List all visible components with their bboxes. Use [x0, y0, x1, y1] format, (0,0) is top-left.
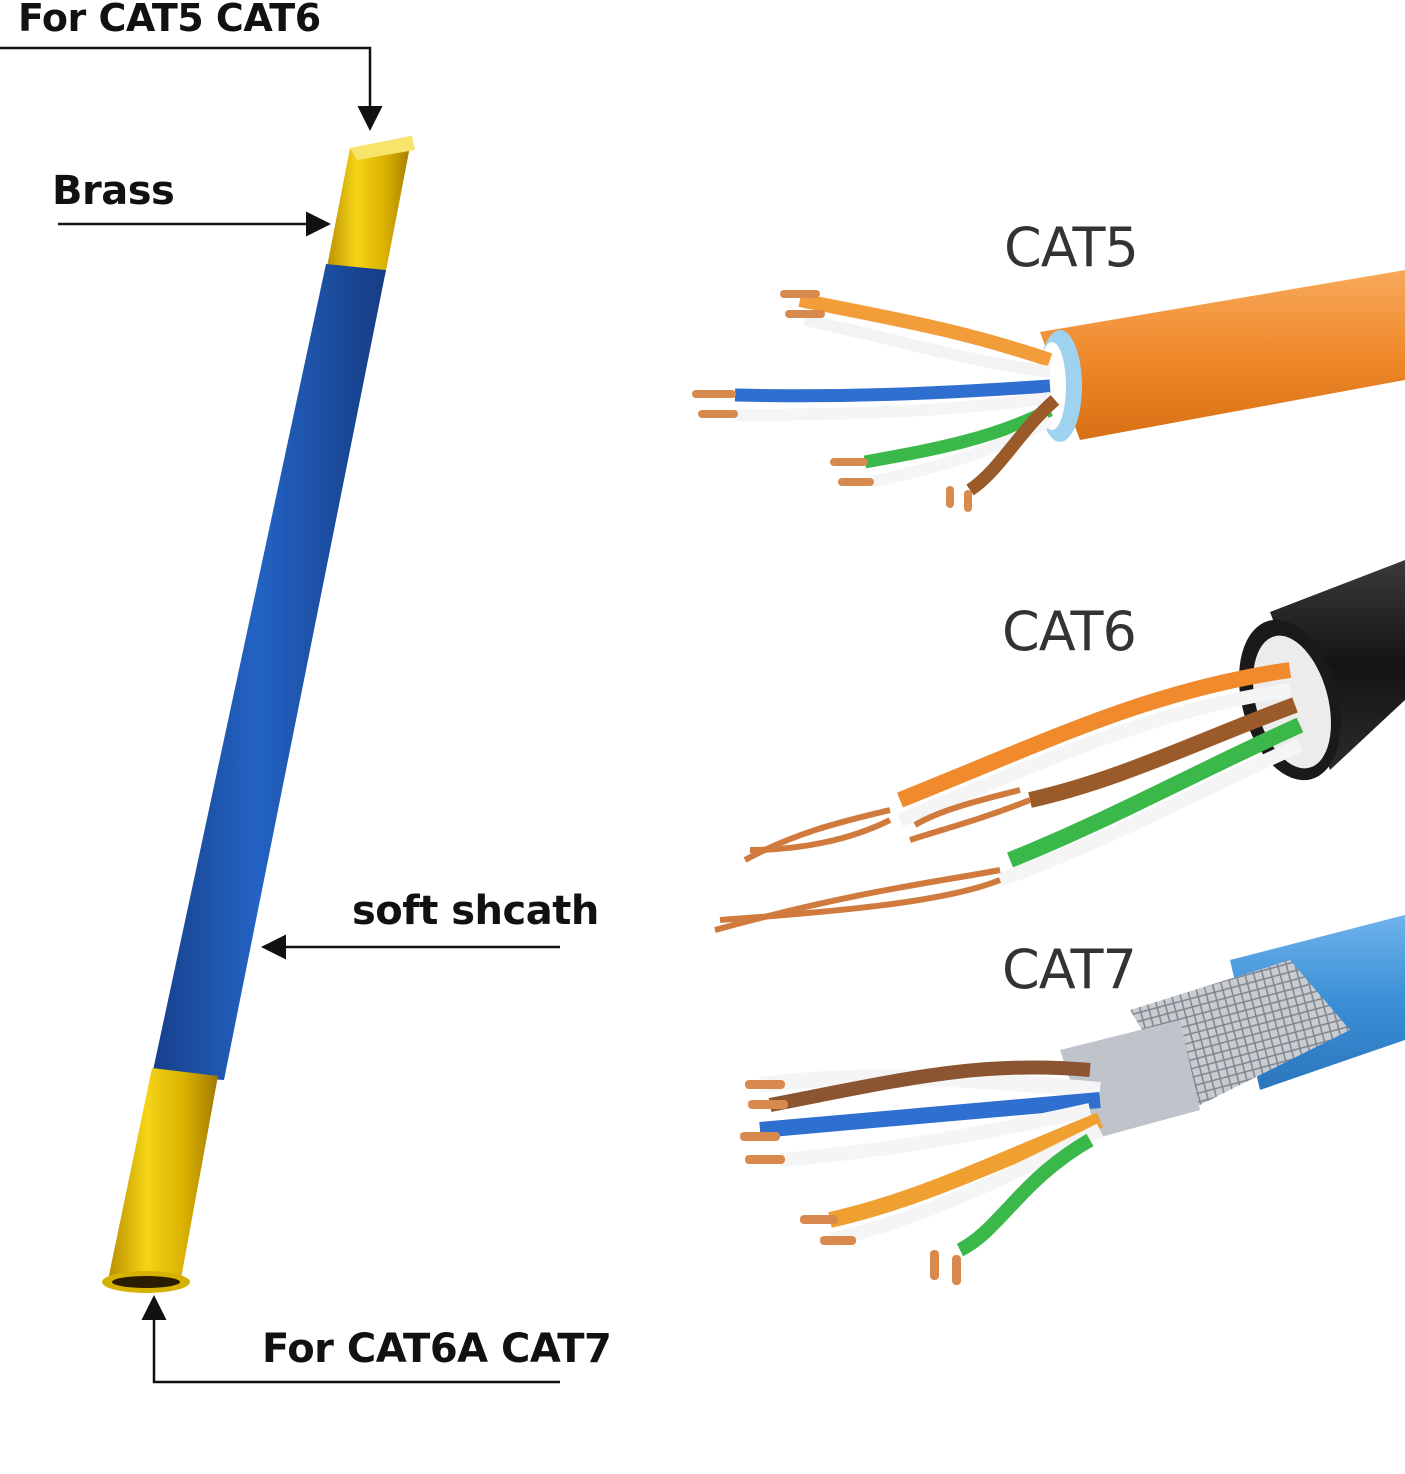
brass-tip-top	[326, 136, 415, 276]
cat7-cable	[740, 915, 1405, 1285]
soft-sheath	[152, 264, 386, 1080]
arrow-top-end	[0, 46, 383, 131]
brass-tip-bottom	[102, 1068, 218, 1293]
cat6-label: CAT6	[1002, 600, 1137, 663]
cat6-cable	[714, 560, 1405, 933]
top-end-label: For CAT5 CAT6	[18, 0, 321, 40]
cat5-label: CAT5	[1004, 216, 1139, 279]
brass-label: Brass	[52, 168, 175, 214]
bottom-end-label: For CAT6A CAT7	[262, 1326, 612, 1372]
cat7-label: CAT7	[1002, 938, 1137, 1001]
cat5-cable	[692, 270, 1405, 512]
arrow-bottom-end	[141, 1295, 560, 1384]
sheath-label: soft shcath	[352, 888, 599, 934]
